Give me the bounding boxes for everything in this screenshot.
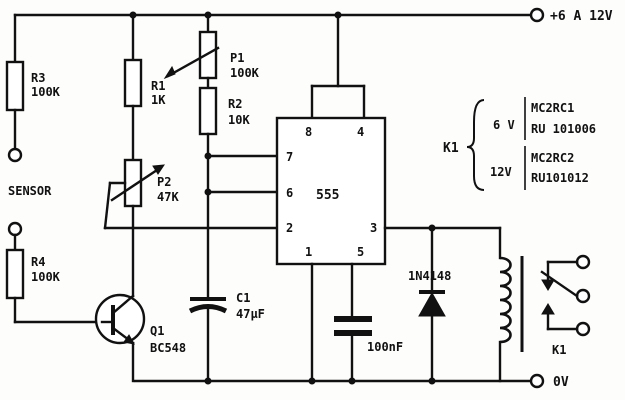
ic-pin-3: 3 (370, 221, 377, 235)
positive-supply-label: +6 A 12V (550, 9, 613, 24)
relay-row2-part2: RU101012 (531, 171, 589, 185)
junction-gnd-ic (308, 377, 316, 385)
q1-value: BC548 (150, 341, 186, 355)
sensor-terminal-bottom (7, 221, 23, 237)
ic-pin-8: 8 (305, 125, 312, 139)
diode-triangle (418, 291, 446, 317)
relay-row1-voltage: 6 V (493, 118, 515, 132)
relay-name: K1 (552, 343, 566, 357)
junction-gnd-c2 (348, 377, 356, 385)
r4-value: 100K (31, 270, 61, 284)
relay-contact-com (575, 288, 591, 304)
ic-pin-4: 4 (357, 125, 364, 139)
p1-value: 100K (230, 66, 260, 80)
sensor-label: SENSOR (8, 184, 52, 198)
relay-row2-voltage: 12V (490, 165, 512, 179)
ic-pin-2: 2 (286, 221, 293, 235)
r4-resistor (5, 248, 25, 300)
contact-nc-tip (541, 303, 555, 315)
junction-top-p1 (204, 11, 212, 19)
p2-name: P2 (157, 175, 171, 189)
q1-name: Q1 (150, 324, 164, 338)
r1-name: R1 (151, 79, 165, 93)
r4-name: R4 (31, 255, 45, 269)
c1-plate-bottom (188, 304, 228, 314)
p1-potentiometer (198, 30, 218, 80)
p2-adjust-arrow-line (110, 166, 162, 202)
ic-pin-1: 1 (305, 245, 312, 259)
c1-value: 47µF (236, 307, 265, 321)
relay-contact-nc (575, 321, 591, 337)
c1-name: C1 (236, 291, 250, 305)
r2-value: 10K (228, 113, 250, 127)
r1-value: 1K (151, 93, 166, 107)
q1-transistor-body (94, 293, 146, 345)
relay-table-title: K1 (443, 141, 459, 156)
p2-value: 47K (157, 190, 179, 204)
relay-row1-part2: RU 101006 (531, 122, 596, 136)
relay-switch-arm (540, 270, 579, 298)
r1-resistor (123, 58, 143, 108)
relay-row2-part1: MC2RC2 (531, 151, 574, 165)
p2-adjust-arrowhead (152, 164, 165, 175)
r2-resistor (198, 86, 218, 136)
ic-pin-6: 6 (286, 186, 293, 200)
r3-resistor (5, 60, 25, 112)
r2-name: R2 (228, 97, 242, 111)
relay-row1-part1: MC2RC1 (531, 101, 574, 115)
ic-pin-7: 7 (286, 150, 293, 164)
q1-collector-lead (111, 294, 135, 315)
c2-value: 100nF (367, 340, 403, 354)
p1-adjust-arrowhead (163, 65, 176, 80)
junction-gnd-diode (428, 377, 436, 385)
p2-wiper-lead (103, 181, 112, 230)
diode-value: 1N4148 (408, 269, 451, 283)
ic-name: 555 (316, 188, 339, 203)
p1-adjust-arrow-line (166, 46, 220, 78)
relay-contact-no (575, 254, 591, 270)
ground-supply-label: 0V (553, 375, 569, 390)
contact-no-tip (541, 279, 555, 291)
r3-name: R3 (31, 71, 45, 85)
sensor-terminal-top (7, 147, 23, 163)
q1-emitter-arrow (123, 334, 135, 345)
relay-table-brace (466, 99, 485, 191)
positive-terminal (529, 7, 545, 23)
r3-value: 100K (31, 85, 61, 99)
junction-top-r1 (129, 11, 137, 19)
ic-pin-5: 5 (357, 245, 364, 259)
ic-555-body (275, 116, 387, 266)
junction-vcc (334, 11, 342, 19)
junction-gnd-c1 (204, 377, 212, 385)
relay-coil (499, 256, 512, 344)
ground-terminal (529, 373, 545, 389)
p1-name: P1 (230, 51, 244, 65)
